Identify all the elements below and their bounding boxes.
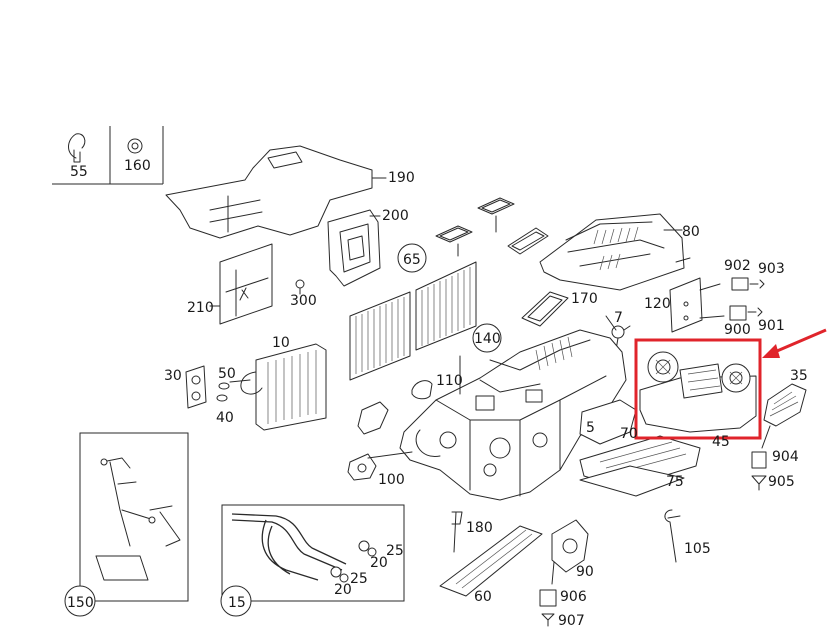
part-5-housing bbox=[579, 399, 637, 445]
label-200: 200 bbox=[382, 208, 409, 224]
label-40: 40 bbox=[216, 410, 234, 426]
hvac-main-housing bbox=[399, 329, 627, 501]
part-30-valve bbox=[185, 365, 207, 409]
part-15-hoses bbox=[231, 513, 377, 583]
highlight-arrow bbox=[762, 328, 827, 358]
label-10: 10 bbox=[272, 335, 290, 351]
label-20-lower: 20 bbox=[334, 582, 352, 598]
label-25-lower: 25 bbox=[350, 571, 368, 587]
label-105: 105 bbox=[684, 541, 711, 557]
part-80-upper-housing bbox=[539, 213, 685, 291]
part-75-cover bbox=[579, 465, 685, 497]
label-65: 65 bbox=[403, 252, 421, 268]
group-box-150 bbox=[79, 432, 189, 602]
callout-circle-65 bbox=[397, 243, 427, 273]
clip-icon-55 bbox=[68, 133, 86, 163]
label-140: 140 bbox=[474, 331, 501, 347]
label-50: 50 bbox=[218, 366, 236, 382]
callout-circle-150 bbox=[64, 585, 96, 617]
label-903: 903 bbox=[758, 261, 785, 277]
label-180: 180 bbox=[466, 520, 493, 536]
part-907-clip bbox=[541, 613, 555, 627]
part-grommet bbox=[357, 401, 389, 435]
part-905-clip bbox=[751, 475, 767, 491]
part-35-resistor bbox=[763, 383, 807, 427]
label-210: 210 bbox=[187, 300, 214, 316]
part-200-seal bbox=[327, 209, 381, 287]
group-box-15 bbox=[221, 504, 405, 602]
part-900-connector bbox=[729, 305, 747, 321]
callout-circle-140 bbox=[472, 323, 502, 353]
part-210-panel bbox=[219, 243, 273, 325]
label-904: 904 bbox=[772, 449, 799, 465]
label-7: 7 bbox=[614, 310, 623, 326]
label-901: 901 bbox=[758, 318, 785, 334]
part-45-blower bbox=[639, 351, 757, 433]
part-300-screw bbox=[295, 279, 305, 295]
label-120: 120 bbox=[644, 296, 671, 312]
label-30: 30 bbox=[164, 368, 182, 384]
part-110-seal bbox=[411, 380, 433, 400]
part-50-40-orings bbox=[216, 382, 230, 402]
callout-circle-15 bbox=[220, 585, 252, 617]
label-907: 907 bbox=[558, 613, 585, 629]
label-70: 70 bbox=[620, 426, 638, 442]
highlight-box bbox=[634, 338, 762, 440]
part-170-frame bbox=[521, 291, 569, 327]
label-100: 100 bbox=[378, 472, 405, 488]
part-150-pipes bbox=[95, 457, 181, 581]
label-55: 55 bbox=[70, 164, 88, 180]
label-902: 902 bbox=[724, 258, 751, 274]
part-105-sensor bbox=[664, 509, 681, 563]
label-90: 90 bbox=[576, 564, 594, 580]
label-15: 15 bbox=[228, 595, 246, 611]
part-duct-gasket bbox=[507, 227, 549, 255]
label-190: 190 bbox=[388, 170, 415, 186]
label-906: 906 bbox=[560, 589, 587, 605]
label-900: 900 bbox=[724, 322, 751, 338]
label-110: 110 bbox=[436, 373, 463, 389]
part-60-duct bbox=[439, 525, 543, 597]
label-5: 5 bbox=[586, 420, 595, 436]
label-35: 35 bbox=[790, 368, 808, 384]
part-65-filters bbox=[349, 261, 477, 381]
label-45: 45 bbox=[712, 434, 730, 450]
small-parts-box bbox=[52, 126, 164, 185]
label-170: 170 bbox=[571, 291, 598, 307]
part-906-connector bbox=[539, 589, 557, 607]
part-10-evaporator bbox=[229, 343, 327, 431]
part-120-module bbox=[669, 277, 703, 333]
part-902-connector bbox=[731, 277, 749, 291]
label-160: 160 bbox=[124, 158, 151, 174]
part-100-actuator bbox=[347, 453, 377, 481]
label-60: 60 bbox=[474, 589, 492, 605]
part-180-sensor bbox=[451, 511, 463, 553]
label-25-upper: 25 bbox=[386, 543, 404, 559]
part-190-insulation bbox=[165, 145, 373, 239]
label-300: 300 bbox=[290, 293, 317, 309]
label-150: 150 bbox=[67, 595, 94, 611]
label-75: 75 bbox=[666, 474, 684, 490]
label-20-upper: 20 bbox=[370, 555, 388, 571]
part-904-connector bbox=[751, 451, 767, 469]
label-905: 905 bbox=[768, 474, 795, 490]
label-80: 80 bbox=[682, 224, 700, 240]
